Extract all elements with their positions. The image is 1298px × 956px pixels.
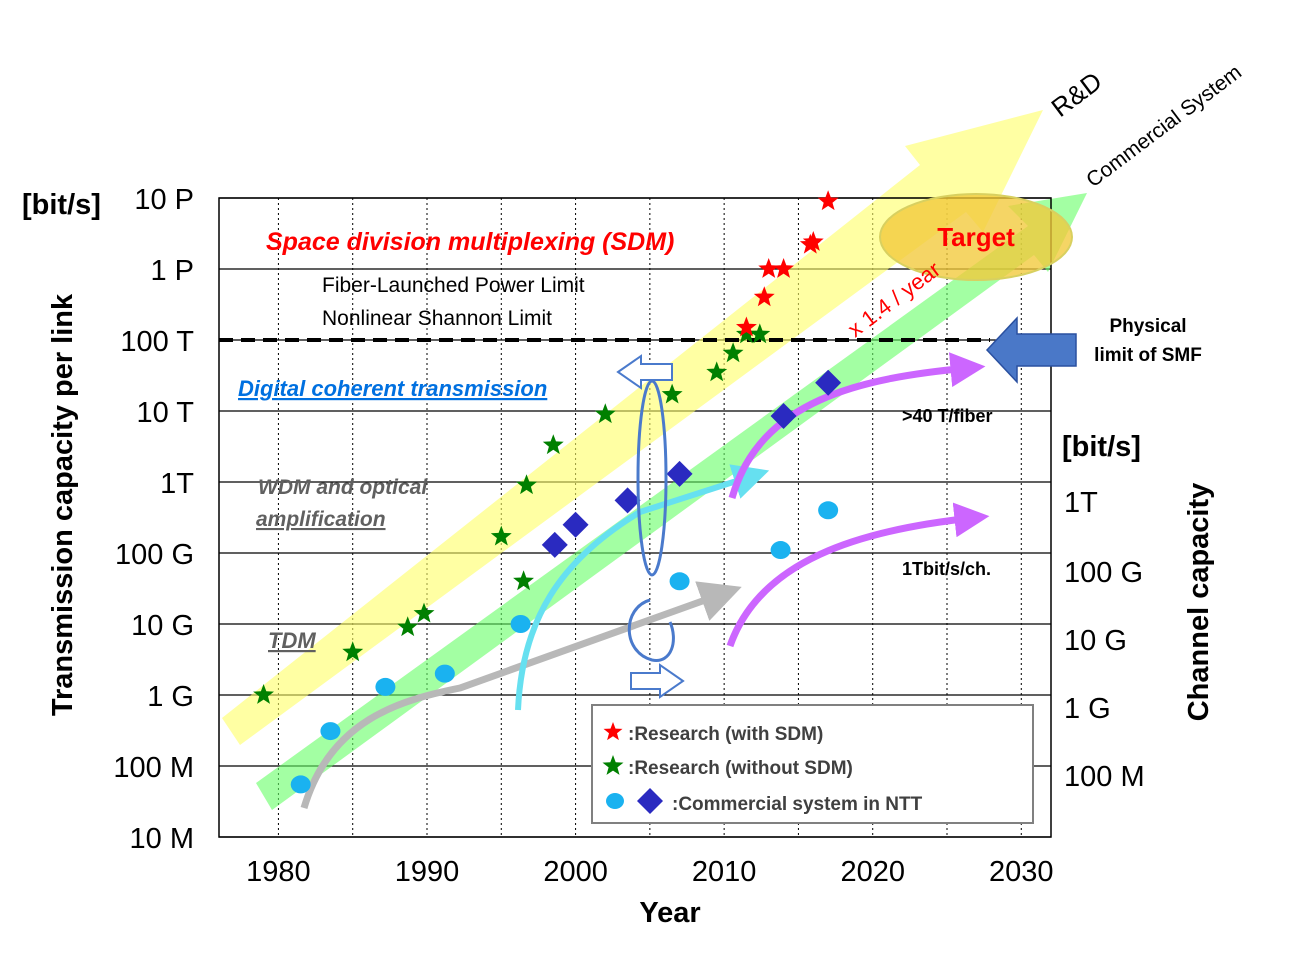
red-star-6 <box>817 190 839 211</box>
legend-label-sdm: :Research (with SDM) <box>628 724 823 745</box>
ntt-circle-5 <box>669 572 690 591</box>
channel-trend-arrow <box>726 502 990 648</box>
coherent-label: Digital coherent transmission <box>238 376 547 401</box>
y-tick-5: 1T <box>160 468 194 500</box>
y-tick-4: 100 G <box>115 539 194 571</box>
legend-diamond-icon <box>637 788 663 814</box>
ntt-circle-6 <box>770 541 791 560</box>
tdm-trend-arrow <box>300 581 742 809</box>
green-star-11 <box>722 342 744 363</box>
y-tick-0: 10 M <box>130 823 194 855</box>
legend-green-star-icon <box>602 755 624 775</box>
green-star-0 <box>253 684 274 704</box>
target-ellipse <box>879 193 1073 281</box>
green-star-7 <box>542 434 564 455</box>
x-axis-title: Year <box>639 897 700 929</box>
sdm-label: Space division multiplexing (SDM) <box>266 228 674 256</box>
y-tick-7: 100 T <box>120 326 194 358</box>
y2-tick-2: 10 G <box>1064 625 1127 657</box>
y-tick-labels: 10 M 100 M 1 G 10 G 100 G 1T 10 T 100 T 1 P 10 P <box>113 184 194 855</box>
y2-tick-0: 100 M <box>1064 761 1145 793</box>
target-label: Target <box>937 222 1015 252</box>
x-tick-2: 2000 <box>543 856 608 888</box>
ntt-diamond-4 <box>770 403 797 430</box>
y2-unit: [bit/s] <box>1062 431 1141 463</box>
y2-tick-labels: 100 M 1 G 10 G 100 G 1T <box>1064 487 1145 793</box>
y-tick-6: 10 T <box>136 397 194 429</box>
plot-frame <box>218 197 1052 838</box>
y-axis-title: Transmission capacity per link <box>47 293 79 716</box>
commercial-label: Commercial System <box>1082 61 1246 192</box>
green-star-12 <box>736 323 757 344</box>
ntt-circle-7 <box>818 501 839 520</box>
rd-label: R&D <box>1046 66 1108 123</box>
trend-arrows <box>300 352 990 809</box>
physical-label-1: Physical <box>1109 316 1186 337</box>
x-tick-0: 1980 <box>246 856 311 888</box>
fiber-power-label: Fiber-Launched Power Limit <box>322 274 585 297</box>
ntt-diamond-2 <box>614 487 641 514</box>
green-star-6 <box>516 474 537 495</box>
ntt-circle-3 <box>434 664 455 683</box>
red-star-1 <box>753 286 775 307</box>
x-tick-labels: 1980 1990 2000 2010 2020 2030 <box>246 856 1053 888</box>
shannon-label: Nonlinear Shannon Limit <box>322 307 552 330</box>
wdm-label-1: WDM and optical <box>258 476 428 499</box>
green-star-5 <box>513 570 534 591</box>
y-tick-9: 10 P <box>134 184 194 216</box>
green-star-2 <box>397 616 419 637</box>
fiber-trend-arrow <box>728 352 986 499</box>
y2-tick-4: 1T <box>1064 487 1098 519</box>
ntt-diamond-1 <box>562 511 589 538</box>
y2-axis-title: Channel capacity <box>1183 483 1215 722</box>
y-tick-1: 100 M <box>113 752 194 784</box>
y-tick-2: 1 G <box>147 681 194 713</box>
x-tick-3: 2010 <box>692 856 757 888</box>
green-star-13 <box>749 323 771 344</box>
x-tick-5: 2030 <box>989 856 1054 888</box>
y2-tick-3: 100 G <box>1064 557 1143 589</box>
red-star-5 <box>802 231 824 251</box>
legend-label-ntt: :Commercial system in NTT <box>672 794 923 815</box>
x-tick-4: 2020 <box>840 856 905 888</box>
red-star-3 <box>773 258 794 278</box>
green-star-3 <box>413 602 435 623</box>
wdm-label-2: amplification <box>256 508 386 531</box>
data-marks <box>253 190 842 794</box>
legend-label-nosdm: :Research (without SDM) <box>628 758 853 779</box>
ntt-circle-1 <box>320 722 341 741</box>
physical-label-2: limit of SMF <box>1094 345 1202 366</box>
green-star-10 <box>706 361 728 382</box>
ntt-circle-2 <box>375 677 396 696</box>
red-star-0 <box>736 316 757 337</box>
green-star-4 <box>490 525 512 546</box>
green-star-8 <box>594 403 616 424</box>
per-channel-label: 1Tbit/s/ch. <box>902 559 991 579</box>
ntt-diamond-0 <box>541 531 568 558</box>
per-fiber-label: >40 T/fiber <box>902 406 993 426</box>
green-star-1 <box>342 641 364 662</box>
legend: :Research (with SDM) :Research (without … <box>591 704 1034 824</box>
wdm-ring <box>627 598 675 662</box>
band-rd <box>222 110 1043 745</box>
y-tick-8: 1 P <box>150 255 194 287</box>
hollow-arrow-right <box>630 663 685 699</box>
wdm-trend-arrow <box>515 464 770 711</box>
hollow-arrow-left <box>616 354 673 390</box>
y-unit: [bit/s] <box>22 189 101 221</box>
tdm-label: TDM <box>268 628 316 653</box>
ntt-circle-4 <box>510 615 531 633</box>
ntt-diamond-5 <box>815 369 842 396</box>
y2-tick-1: 1 G <box>1064 693 1111 725</box>
red-star-2 <box>758 258 780 278</box>
green-star-9 <box>661 383 683 404</box>
ntt-diamond-3 <box>666 460 693 487</box>
physical-limit-arrow <box>985 316 1077 384</box>
legend-red-star-icon <box>603 722 623 741</box>
legend-circle-icon <box>606 793 624 809</box>
x-tick-1: 1990 <box>395 856 460 888</box>
ntt-circle-0 <box>290 775 311 794</box>
y-tick-3: 10 G <box>131 610 194 642</box>
